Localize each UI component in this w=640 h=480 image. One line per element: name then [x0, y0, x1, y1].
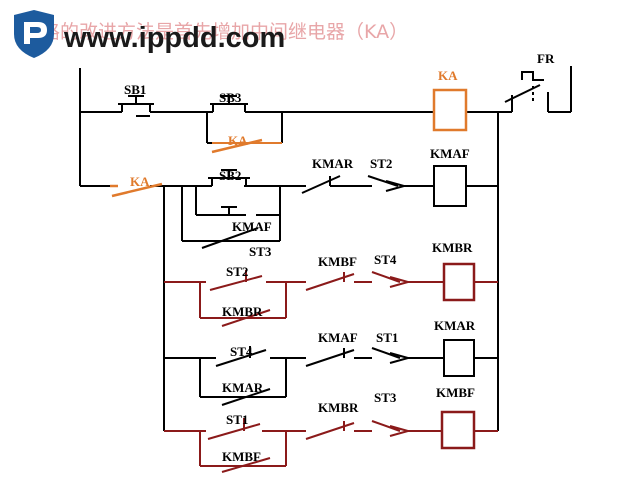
ka-seal-label: KA — [228, 133, 248, 148]
st2-r2-contact — [209, 270, 263, 291]
st4-r2-switch — [371, 271, 412, 288]
st2-r2-label: ST2 — [226, 264, 248, 279]
kmbf-coil-label: KMBF — [436, 385, 475, 400]
kmbf-nc-contact — [305, 272, 355, 291]
kmbr-coil-label: KMBR — [432, 240, 473, 255]
kmaf-seal-label: KMAF — [232, 219, 272, 234]
kmar-nc-label: KMAR — [312, 156, 354, 171]
ka-coil — [432, 88, 468, 132]
st1-r4-contact — [207, 418, 261, 440]
sb1-label: SB1 — [124, 82, 146, 97]
watermark-text: www.ippdd.com — [63, 22, 285, 54]
st1-r3-switch — [371, 347, 412, 364]
kmar-nc-contact — [300, 175, 341, 194]
kmbr-coil — [442, 262, 476, 302]
kmaf-nc-label: KMAF — [318, 330, 358, 345]
rung-ka — [80, 104, 571, 143]
fr-label: FR — [537, 51, 555, 66]
kmaf-seal-contact — [196, 227, 259, 249]
st4-r2-label: ST4 — [374, 252, 397, 267]
sb3-pushbutton — [210, 95, 248, 105]
st4-r3-label: ST4 — [230, 344, 253, 359]
kmbr-seal-contact — [221, 309, 271, 327]
st1-r3-label: ST1 — [376, 330, 398, 345]
kmar-coil-label: KMAR — [434, 318, 476, 333]
brand-logo — [14, 10, 54, 58]
fr-overload-contact — [504, 71, 549, 112]
kmbf-seal-contact — [221, 457, 271, 473]
st3-r4-switch — [371, 420, 412, 437]
kmbr-seal-label: KMBR — [222, 304, 263, 319]
rung-kmar — [164, 357, 498, 398]
sb3-label: SB3 — [219, 90, 242, 105]
kmar-coil — [443, 339, 475, 377]
st4-r3-contact — [215, 346, 267, 367]
kmaf-nc-contact — [305, 348, 355, 367]
ka-contact-label: KA — [130, 174, 150, 189]
kmbf-seal-label: KMBF — [222, 449, 261, 464]
ka-contact — [110, 182, 163, 198]
st2-r1-label: ST2 — [370, 156, 392, 171]
st1-r4-label: ST1 — [226, 412, 248, 427]
sb2-pushbutton — [208, 169, 250, 216]
kmar-seal-label: KMAR — [222, 380, 264, 395]
kmbf-coil — [440, 410, 476, 450]
kmaf-coil-label: KMAF — [430, 146, 470, 161]
kmbf-nc-label: KMBF — [318, 254, 357, 269]
st2-limit-switch — [366, 175, 408, 192]
st3-r1-label: ST3 — [249, 244, 272, 259]
kmaf-coil — [433, 165, 467, 207]
sb1-pushbutton — [118, 95, 154, 117]
kmbr-nc-contact — [305, 421, 355, 440]
kmbr-nc-label: KMBR — [318, 400, 359, 415]
ka-coil-label: KA — [438, 68, 458, 83]
sb2-label: SB2 — [219, 168, 241, 183]
kmar-seal-contact — [221, 388, 271, 406]
power-rails — [79, 66, 572, 431]
diagram-title: 电路的改进方法是首先增加中间继电器（KA） — [22, 21, 408, 43]
st3-r4-label: ST3 — [374, 390, 397, 405]
